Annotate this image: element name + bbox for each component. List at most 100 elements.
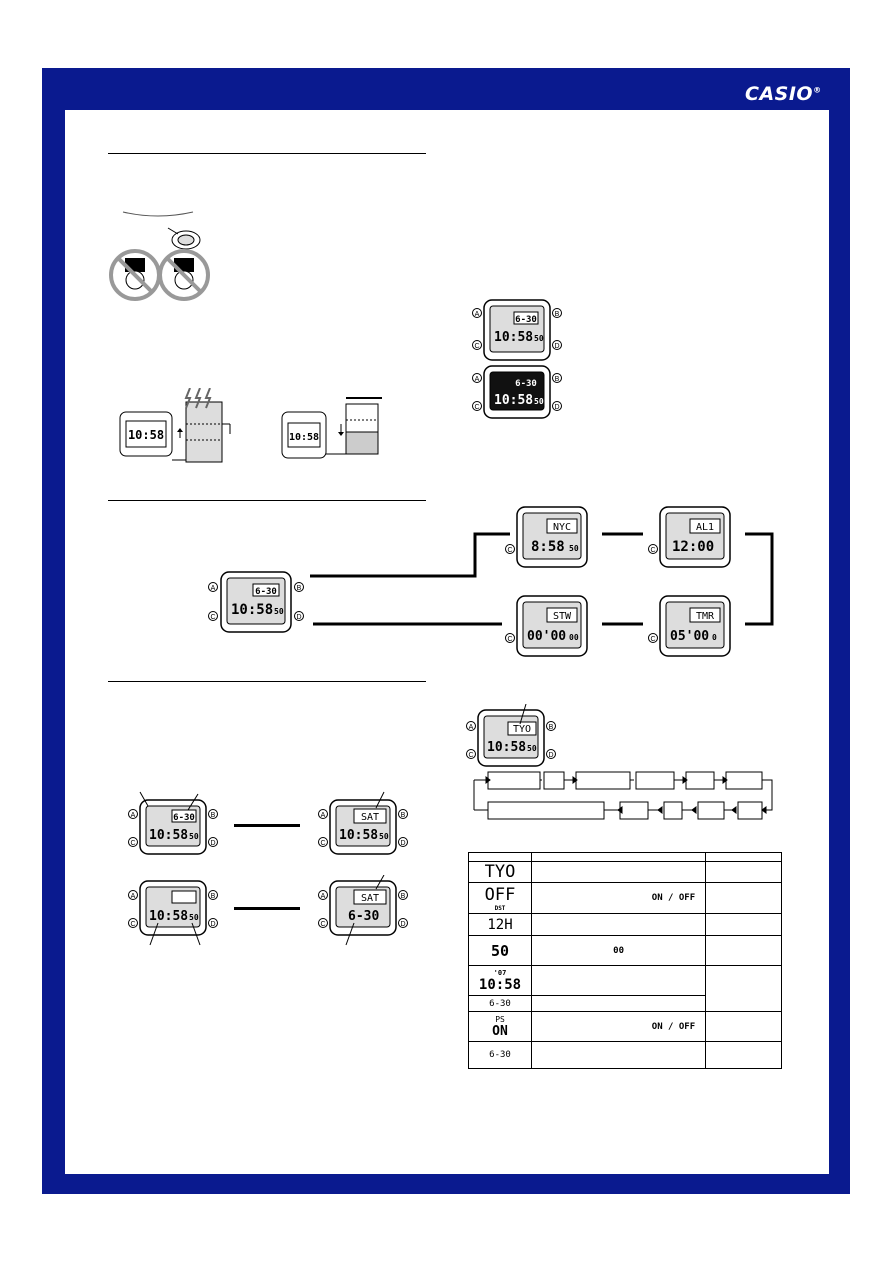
svg-text:SAT: SAT bbox=[361, 812, 379, 823]
svg-text:B: B bbox=[555, 311, 560, 318]
svg-text:A: A bbox=[211, 585, 216, 592]
svg-text:A: A bbox=[321, 893, 326, 900]
svg-text:10:58: 10:58 bbox=[149, 909, 188, 924]
svg-text:C: C bbox=[474, 343, 479, 350]
svg-text:50: 50 bbox=[189, 832, 199, 841]
svg-text:B: B bbox=[555, 376, 560, 383]
watch-day-1: 6-30 10:58 50 A B C D bbox=[128, 791, 218, 855]
prohibited-icon-1 bbox=[109, 249, 161, 301]
svg-text:D: D bbox=[400, 921, 405, 928]
svg-text:C: C bbox=[130, 921, 135, 928]
svg-text:00: 00 bbox=[569, 633, 579, 642]
section-rule-1 bbox=[108, 153, 426, 154]
svg-text:SAT: SAT bbox=[361, 893, 379, 904]
svg-text:C: C bbox=[650, 547, 655, 554]
svg-text:50: 50 bbox=[569, 544, 579, 553]
svg-text:D: D bbox=[554, 404, 559, 411]
svg-text:6-30: 6-30 bbox=[515, 315, 537, 325]
svg-text:AL1: AL1 bbox=[696, 522, 714, 533]
svg-text:10:58: 10:58 bbox=[494, 393, 533, 408]
table-row: 6-30 bbox=[467, 1041, 782, 1069]
svg-text:10:58: 10:58 bbox=[128, 428, 164, 442]
svg-text:8:58: 8:58 bbox=[531, 539, 565, 555]
svg-text:6-30: 6-30 bbox=[173, 813, 195, 823]
toggle-arrow-2 bbox=[234, 907, 300, 910]
svg-text:C: C bbox=[474, 404, 479, 411]
svg-text:A: A bbox=[321, 812, 326, 819]
svg-text:6-30: 6-30 bbox=[348, 909, 379, 924]
table-row: 12H bbox=[467, 913, 782, 936]
svg-text:50: 50 bbox=[534, 397, 544, 406]
svg-text:D: D bbox=[554, 343, 559, 350]
toggle-arrow-1 bbox=[234, 824, 300, 827]
svg-text:10:58: 10:58 bbox=[494, 330, 533, 345]
svg-text:50: 50 bbox=[534, 334, 544, 343]
svg-text:B: B bbox=[211, 893, 216, 900]
svg-text:B: B bbox=[297, 585, 302, 592]
watch-day-3: 10:58 50 A B C D bbox=[128, 880, 218, 946]
svg-text:TMR: TMR bbox=[696, 611, 715, 622]
svg-text:10:58: 10:58 bbox=[289, 432, 319, 443]
svg-text:TYO: TYO bbox=[513, 724, 531, 735]
prohibited-icon-2 bbox=[158, 249, 210, 301]
svg-text:A: A bbox=[131, 893, 136, 900]
watch-mode-main: 6-30 10:58 50 A B C D bbox=[208, 571, 304, 633]
solar-charging-illustration bbox=[109, 211, 210, 301]
svg-text:C: C bbox=[468, 752, 473, 759]
svg-text:D: D bbox=[210, 840, 215, 847]
svg-text:A: A bbox=[469, 724, 474, 731]
svg-text:C: C bbox=[130, 840, 135, 847]
svg-text:12:00: 12:00 bbox=[672, 539, 714, 555]
watch-day-4: SAT 6-30 A B C D bbox=[318, 875, 408, 946]
svg-text:C: C bbox=[320, 840, 325, 847]
svg-text:A: A bbox=[475, 311, 480, 318]
svg-text:B: B bbox=[549, 724, 554, 731]
mode-flow-arrows bbox=[310, 532, 774, 626]
table-row: 50 00 bbox=[467, 935, 782, 966]
svg-text:C: C bbox=[320, 921, 325, 928]
svg-text:D: D bbox=[296, 614, 301, 621]
svg-text:STW: STW bbox=[553, 611, 572, 622]
watch-setting: TYO 10:58 50 A B C D bbox=[466, 704, 556, 767]
svg-text:50: 50 bbox=[189, 913, 199, 922]
watch-timer: TMR 05'00 0 C bbox=[648, 595, 731, 657]
svg-text:C: C bbox=[650, 636, 655, 643]
svg-text:50: 50 bbox=[527, 744, 537, 753]
svg-text:0: 0 bbox=[712, 633, 717, 642]
table-row: TYO bbox=[467, 861, 782, 883]
svg-text:10:58: 10:58 bbox=[487, 740, 526, 755]
watch-stopwatch: STW 00'00 00 C bbox=[505, 595, 588, 657]
charge-diagram-1: 10:58 bbox=[119, 388, 231, 463]
svg-text:50: 50 bbox=[379, 832, 389, 841]
svg-text:10:58: 10:58 bbox=[149, 828, 188, 843]
watch-light-on: 6-30 10:58 50 A B C D bbox=[472, 365, 562, 419]
charge-diagram-2: 10:58 bbox=[281, 397, 382, 459]
svg-text:10:58: 10:58 bbox=[339, 828, 378, 843]
svg-text:NYC: NYC bbox=[553, 522, 571, 533]
svg-text:B: B bbox=[401, 812, 406, 819]
watch-alarm: AL1 12:00 C bbox=[648, 506, 731, 568]
svg-text:10:58: 10:58 bbox=[231, 602, 273, 618]
svg-text:D: D bbox=[210, 921, 215, 928]
svg-text:D: D bbox=[400, 840, 405, 847]
svg-text:C: C bbox=[210, 614, 215, 621]
svg-text:00'00: 00'00 bbox=[527, 629, 566, 644]
section-rule-2 bbox=[108, 500, 426, 501]
svg-text:6-30: 6-30 bbox=[515, 379, 537, 389]
svg-text:C: C bbox=[507, 547, 512, 554]
svg-text:50: 50 bbox=[274, 607, 284, 616]
watch-day-2: SAT 10:58 50 A B C D bbox=[318, 791, 408, 855]
setting-sequence-flow bbox=[473, 771, 773, 820]
svg-text:D: D bbox=[548, 752, 553, 759]
svg-text:6-30: 6-30 bbox=[255, 587, 277, 597]
svg-text:B: B bbox=[211, 812, 216, 819]
watch-world-time: NYC 8:58 50 C bbox=[505, 506, 588, 568]
svg-text:C: C bbox=[507, 636, 512, 643]
svg-text:A: A bbox=[131, 812, 136, 819]
casio-logo: CASIO® bbox=[745, 83, 822, 105]
section-rule-3 bbox=[108, 681, 426, 682]
